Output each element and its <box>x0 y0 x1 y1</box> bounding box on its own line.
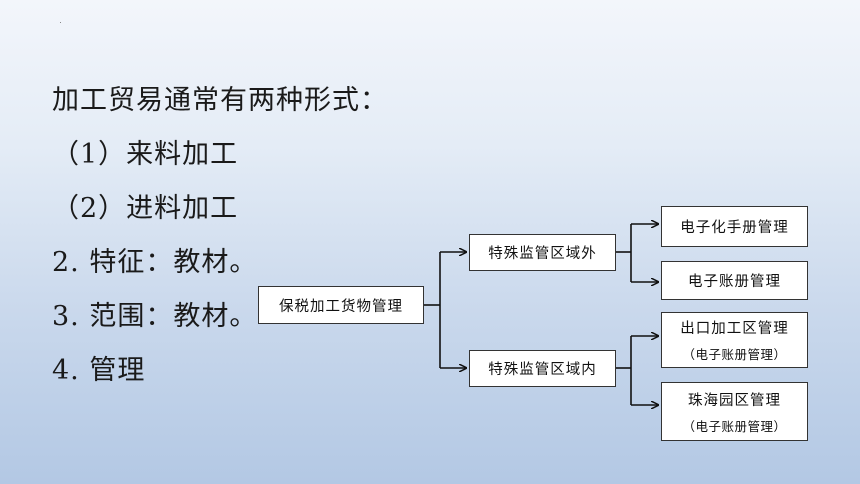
outside-zone-label: 特殊监管区域外 <box>488 246 597 262</box>
zhuhai-node: 珠海园区管理 （电子账册管理） <box>661 382 808 441</box>
export-zone-label: 出口加工区管理 <box>680 321 789 337</box>
inside-zone-node: 特殊监管区域内 <box>469 350 616 387</box>
ebook-manual-label: 电子化手册管理 <box>680 220 789 236</box>
eaccount-label: 电子账册管理 <box>688 274 781 290</box>
form-item-1: （1）来料加工 <box>52 139 239 170</box>
zhuhai-note: （电子账册管理） <box>682 418 787 434</box>
form-item-2: （2）进料加工 <box>52 193 239 224</box>
export-zone-node: 出口加工区管理 （电子账册管理） <box>661 312 808 368</box>
zhuhai-label: 珠海园区管理 <box>688 392 781 409</box>
scope-line: 3. 范围：教材。 <box>52 301 258 332</box>
inside-zone-label: 特殊监管区域内 <box>488 362 597 378</box>
eaccount-node: 电子账册管理 <box>661 261 808 300</box>
intro-line: 加工贸易通常有两种形式： <box>52 85 388 116</box>
feature-line: 2. 特征：教材。 <box>52 247 258 278</box>
root-node-label: 保税加工货物管理 <box>279 298 403 315</box>
outside-zone-node: 特殊监管区域外 <box>469 234 616 271</box>
export-zone-note: （电子账册管理） <box>682 347 787 362</box>
root-node: 保税加工货物管理 <box>258 286 424 324</box>
management-line: 4. 管理 <box>52 355 146 386</box>
ebook-manual-node: 电子化手册管理 <box>661 206 808 247</box>
decorative-dot <box>60 22 61 23</box>
